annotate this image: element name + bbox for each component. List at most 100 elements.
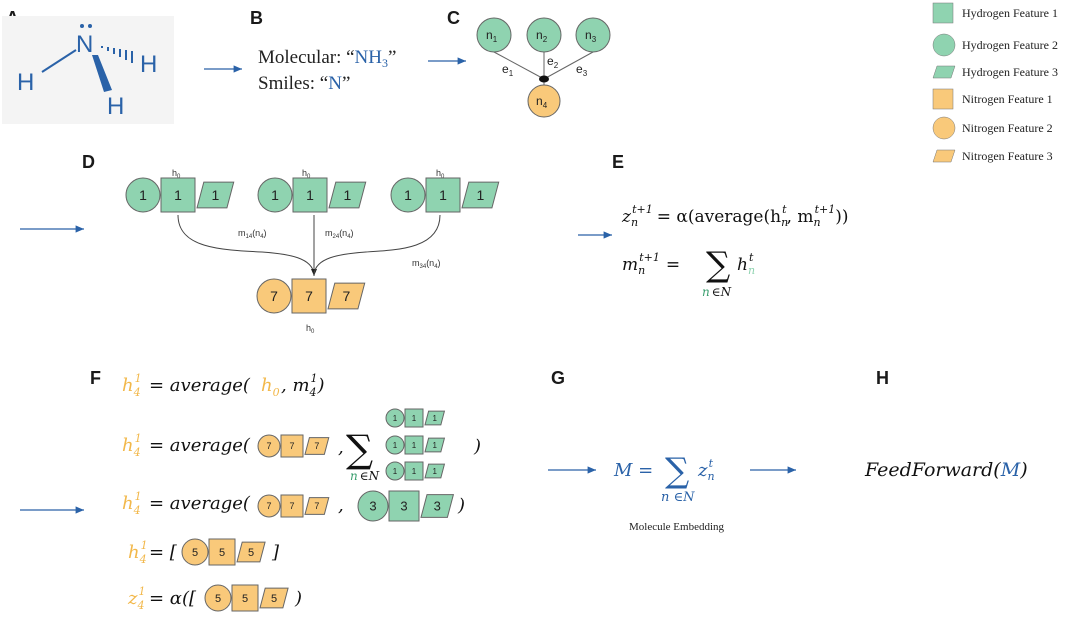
- feature-parallelogram: [304, 497, 330, 515]
- molecule-embedding-equation: M = ∑ znt n ∈N Molecule Embedding: [613, 451, 725, 533]
- feature-circle: [390, 177, 426, 213]
- feature-parallelogram: [259, 587, 289, 609]
- h0-label: h0: [302, 168, 311, 180]
- feature-value: 3: [434, 499, 441, 514]
- feature-circle: [204, 584, 232, 612]
- panel-label-b: B: [250, 8, 263, 28]
- h0-term: h0: [261, 375, 280, 399]
- feature-value: 1: [393, 467, 398, 476]
- panel-label-f: F: [90, 368, 101, 388]
- graph-node-n2: [526, 17, 562, 53]
- h4-term: z41: [127, 585, 145, 612]
- h0-label: h0: [306, 323, 315, 335]
- feature-parallelogram: [424, 463, 446, 479]
- panel-label-h: H: [876, 368, 889, 388]
- wedge-bond: [92, 55, 112, 92]
- ammonia-background: [2, 16, 174, 124]
- feature-parallelogram: [304, 437, 330, 455]
- feature-square: [291, 278, 327, 314]
- sum-index: n ∈N: [661, 490, 695, 505]
- feature-parallelogram: [424, 410, 446, 426]
- feature-square: [388, 490, 420, 522]
- feature-circle: [257, 434, 281, 458]
- panel-label-d: D: [82, 152, 95, 172]
- feature-value: 7: [342, 288, 350, 304]
- close-paren: ): [294, 588, 302, 609]
- graph-node-n4: [527, 84, 561, 118]
- feature-value: 7: [305, 288, 313, 304]
- sum-symbol: ∑: [665, 451, 689, 491]
- feature-value: 1: [271, 187, 279, 203]
- feature-square: [404, 408, 424, 428]
- feature-value: 5: [192, 547, 198, 559]
- feature-circle: [357, 490, 389, 522]
- feature-value: 5: [215, 593, 221, 605]
- update-equations: znt+1= α(average(hnt, mnt+1)) mnt+1= ∑ h…: [621, 203, 849, 299]
- feature-circle: [385, 461, 405, 481]
- feature-circle: [385, 435, 405, 455]
- feature-parallelogram: [424, 437, 446, 453]
- node-label-n4: n4: [536, 94, 548, 110]
- feature-circle: [257, 177, 293, 213]
- legend-square-hydrogen: [932, 2, 954, 24]
- z-term: znt: [697, 457, 715, 483]
- feature-value: 1: [432, 441, 437, 450]
- feature-parallelogram: [196, 181, 235, 209]
- message-sum-equation: mnt+1=: [622, 251, 680, 277]
- bond-line: [41, 49, 77, 73]
- edge-label-e3: e3: [576, 62, 588, 78]
- feature-square: [404, 461, 424, 481]
- legend-circle-hydrogen: [932, 33, 956, 57]
- m4-term: , m41): [281, 372, 325, 399]
- feature-value: 3: [369, 499, 376, 514]
- close-paren: ): [473, 436, 481, 457]
- feature-circle: [125, 177, 161, 213]
- feature-parallelogram: [328, 181, 367, 209]
- h4-term: h41: [122, 432, 142, 459]
- feature-value: 1: [412, 441, 417, 450]
- feature-value: 7: [314, 441, 319, 451]
- feature-parallelogram: [327, 282, 366, 310]
- graph-node-n3: [575, 17, 611, 53]
- molecule-graph: n1 n2 n3 n4 e1 e2 e3: [476, 17, 611, 118]
- hydrogen-atom: H: [140, 51, 157, 78]
- edge-label-e2: e2: [547, 54, 559, 70]
- feature-value: 1: [432, 414, 437, 423]
- feature-parallelogram: [461, 181, 500, 209]
- feature-value: 1: [306, 187, 314, 203]
- feature-square: [160, 177, 196, 213]
- feature-value: 1: [393, 441, 398, 450]
- feature-square: [404, 435, 424, 455]
- legend-square-nitrogen: [932, 88, 954, 110]
- legend-label: Nitrogen Feature 1: [962, 92, 1053, 106]
- h0-label: h0: [172, 168, 181, 180]
- bracket-text: ]: [271, 542, 280, 563]
- feature-value: 1: [476, 187, 484, 203]
- feature-square: [231, 584, 259, 612]
- feature-value: 1: [343, 187, 351, 203]
- sum-index: n∈N: [702, 285, 732, 299]
- legend-circle-nitrogen: [932, 116, 956, 140]
- node-label-n1: n1: [486, 28, 498, 44]
- hydrogen-feature-group: 1 1 1: [257, 177, 367, 213]
- lone-pair-dot: [80, 24, 84, 28]
- feature-value: 1: [139, 187, 147, 203]
- hydrogen-atom: H: [107, 93, 124, 120]
- feature-value: 7: [314, 501, 319, 511]
- smiles-string: Smiles: “N”: [258, 73, 350, 94]
- feature-square: [292, 177, 328, 213]
- average-text: = average(: [149, 375, 251, 396]
- legend-parallelogram-hydrogen: [932, 65, 956, 79]
- ammonia-structure: N H H H: [2, 16, 174, 124]
- h0-label: h0: [436, 168, 445, 180]
- graph-edge: [543, 51, 594, 80]
